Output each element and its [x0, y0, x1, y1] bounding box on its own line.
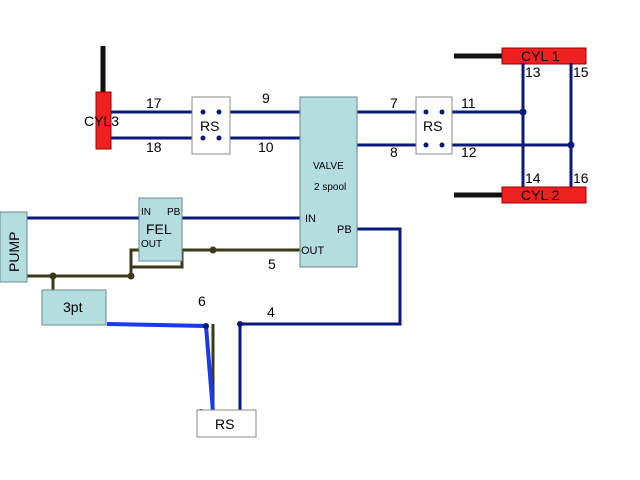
threept-body: [41, 289, 107, 326]
valve-sublabel: 2 spool: [314, 182, 346, 193]
junction-dot: [209, 246, 217, 254]
fel: IN PB FEL OUT: [138, 197, 183, 262]
wire-number-labels: 17 18 9 10 7 8 11 12 13 15 14 16 5 6 4: [146, 64, 589, 320]
pump-label: PUMP: [6, 232, 22, 272]
cylinder-cyl2: CYL 2: [454, 186, 587, 204]
rs-left-box: [191, 96, 231, 155]
valve-port-pb: PB: [337, 224, 352, 236]
port-dot: [439, 109, 445, 115]
rs-bottom-box: [196, 409, 257, 438]
port-dot: [200, 135, 206, 141]
cyl2-body: [501, 186, 587, 204]
wires-blue: [27, 63, 573, 414]
wire-4: [238, 227, 402, 414]
rs-right-label: RS: [423, 118, 442, 134]
cyl3-label: CYL3: [84, 113, 119, 129]
wire-label-14: 14: [525, 170, 541, 186]
wire-label-8: 8: [390, 144, 398, 160]
pump-body: [0, 211, 28, 283]
wire-label-13: 13: [525, 64, 541, 80]
port-dot: [439, 142, 445, 148]
rs-right: RS: [415, 96, 453, 155]
valve-label: VALVE: [313, 161, 344, 172]
wire-label-5: 5: [268, 256, 276, 272]
cylinder-port-lines: [521, 63, 573, 145]
wire-label-11: 11: [461, 95, 476, 111]
cylinder-cyl3: CYL3: [84, 46, 119, 150]
wire-5: [129, 248, 300, 267]
port-dot: [423, 109, 429, 115]
wire-label-16: 16: [573, 170, 589, 186]
cylinder-cyl1: CYL 1: [454, 47, 587, 65]
wire-label-4: 4: [267, 304, 275, 320]
wire-label-6: 6: [198, 293, 206, 309]
valve-body: [299, 96, 358, 268]
wire-label-18: 18: [146, 139, 162, 155]
fel-port-out: OUT: [141, 239, 162, 250]
rs-right-box: [415, 96, 453, 155]
cyl1-label: CYL 1: [521, 48, 560, 64]
wire-label-9: 9: [262, 90, 270, 106]
wire-label-17: 17: [146, 95, 162, 111]
valve-port-out: OUT: [301, 245, 325, 257]
junction-dot: [237, 321, 243, 327]
rs-left: RS: [191, 96, 231, 155]
valve-port-in: IN: [305, 213, 316, 225]
wire-label-10: 10: [258, 139, 274, 155]
wires-return: [27, 248, 300, 414]
wire-label-12: 12: [461, 144, 477, 160]
cyl2-label: CYL 2: [521, 187, 560, 203]
fel-label: FEL: [146, 221, 172, 237]
junction-dot: [127, 272, 135, 280]
cyl1-body: [501, 47, 587, 65]
wire-6: [106, 322, 215, 413]
threept-label: 3pt: [63, 299, 83, 315]
junction-dot: [49, 272, 57, 280]
rs-left-label: RS: [200, 118, 219, 134]
port-dot: [423, 142, 429, 148]
fel-port-in: IN: [141, 207, 151, 218]
rs-bottom-label: RS: [215, 416, 234, 432]
valve: VALVE 2 spool IN PB OUT: [299, 96, 358, 268]
pump: PUMP: [0, 211, 28, 283]
wire-label-7: 7: [390, 95, 398, 111]
wire-label-15: 15: [573, 64, 589, 80]
port-dot: [200, 109, 206, 115]
junction-dot: [203, 323, 209, 329]
fel-port-pb: PB: [167, 207, 181, 218]
cyl3-body: [95, 91, 112, 150]
port-dot: [216, 135, 222, 141]
fel-body: [138, 197, 183, 262]
threept: 3pt: [41, 289, 107, 326]
port-dot: [216, 109, 222, 115]
rs-bottom: RS: [196, 409, 257, 438]
